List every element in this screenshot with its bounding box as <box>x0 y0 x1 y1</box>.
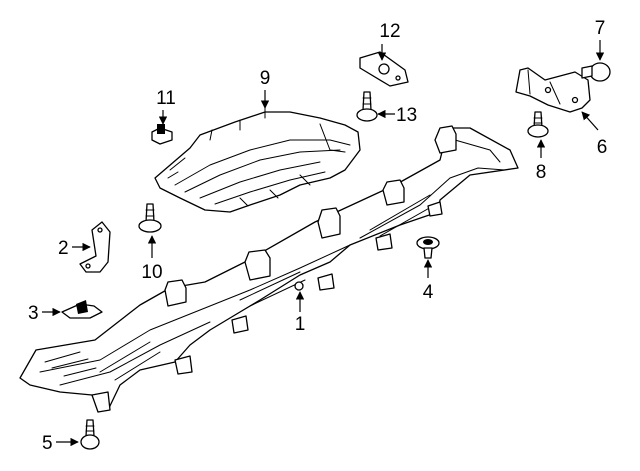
callout-6-label: 6 <box>597 137 608 158</box>
fastener-10-part <box>138 203 162 233</box>
callout-9: 9 <box>260 68 271 109</box>
callout-7-label: 7 <box>595 18 606 39</box>
callout-4: 4 <box>423 259 434 303</box>
callout-7: 7 <box>595 18 606 61</box>
callout-6: 6 <box>581 111 608 158</box>
callout-3-label: 3 <box>28 303 39 324</box>
callout-10-label: 10 <box>141 262 162 283</box>
callout-8: 8 <box>536 139 547 183</box>
bracket-6-part <box>515 67 591 113</box>
underbody-shield-part <box>19 125 519 413</box>
callout-4-label: 4 <box>423 282 434 303</box>
callout-11-label: 11 <box>156 88 176 109</box>
bracket-12-part <box>359 51 409 87</box>
fastener-13-part <box>356 91 378 122</box>
callout-13-label: 13 <box>396 105 417 126</box>
callout-2-label: 2 <box>58 238 69 259</box>
callout-13: 13 <box>377 105 417 126</box>
upper-shield-part <box>154 107 361 213</box>
callout-3: 3 <box>28 303 61 324</box>
bracket-2-part <box>79 221 111 273</box>
push-pin-4-part <box>416 236 440 259</box>
callout-1-label: 1 <box>295 314 306 335</box>
callout-5: 5 <box>42 433 79 454</box>
fastener-7-part <box>581 62 611 82</box>
callout-10: 10 <box>141 235 163 283</box>
callout-5-label: 5 <box>42 433 53 454</box>
callout-2: 2 <box>58 238 91 259</box>
callout-12: 12 <box>377 21 401 61</box>
callout-9-label: 9 <box>260 68 271 89</box>
callout-12-label: 12 <box>379 21 400 42</box>
callout-8-label: 8 <box>536 162 547 183</box>
callout-1: 1 <box>295 291 306 335</box>
callout-11: 11 <box>156 88 176 125</box>
fastener-5-part <box>80 419 100 450</box>
clip-3-part <box>61 300 103 319</box>
nut-11-part <box>151 124 173 145</box>
fastener-8-part <box>527 111 549 138</box>
